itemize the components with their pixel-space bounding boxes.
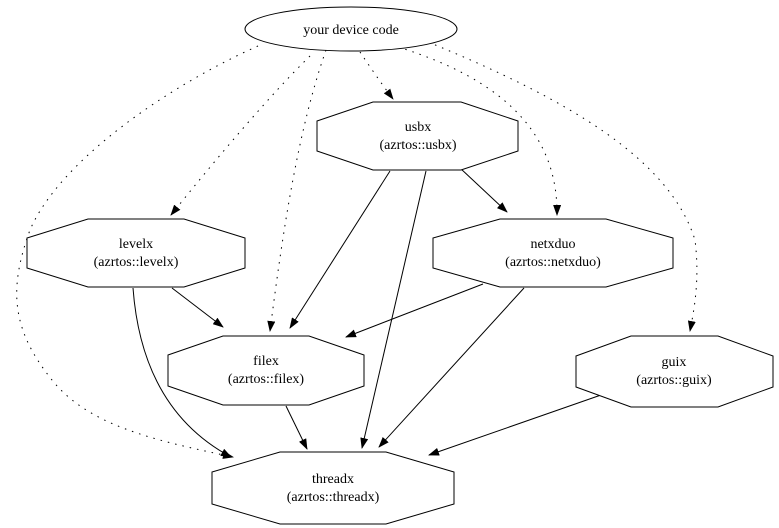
threadx-label: threadx [312, 472, 354, 487]
edge-layer [16, 41, 698, 459]
levelx-label: levelx [119, 237, 153, 252]
filex-label: filex [253, 354, 279, 369]
edge-device-usbx [359, 51, 394, 100]
edge-device-guix [427, 41, 698, 332]
node-your-device-code: your device code [244, 6, 458, 52]
node-netxduo: netxduo (azrtos::netxduo) [432, 218, 674, 288]
guix-sublabel: (azrtos::guix) [636, 373, 712, 388]
your-device-code-label: your device code [303, 23, 399, 38]
threadx-sublabel: (azrtos::threadx) [287, 490, 380, 505]
edge-filex-threadx [285, 405, 308, 450]
edge-netxduo-filex [345, 283, 484, 338]
node-filex: filex (azrtos::filex) [167, 335, 365, 406]
guix-octagon [575, 335, 774, 408]
edge-guix-threadx [428, 394, 602, 456]
edge-usbx-filex [289, 170, 391, 329]
edge-usbx-netxduo [459, 167, 508, 213]
edge-netxduo-threadx [378, 287, 525, 448]
edge-levelx-threadx [132, 287, 232, 458]
usbx-octagon [316, 101, 519, 171]
edge-device-levelx [170, 55, 311, 216]
your-device-code-ellipse [244, 6, 458, 52]
netxduo-sublabel: (azrtos::netxduo) [505, 255, 601, 270]
filex-octagon [167, 335, 365, 406]
levelx-octagon [26, 218, 246, 288]
threadx-octagon [211, 451, 455, 525]
node-levelx: levelx (azrtos::levelx) [26, 218, 246, 288]
edge-levelx-filex [171, 287, 224, 328]
node-threadx: threadx (azrtos::threadx) [211, 451, 455, 525]
node-usbx: usbx (azrtos::usbx) [316, 101, 519, 171]
netxduo-octagon [432, 218, 674, 288]
filex-sublabel: (azrtos::filex) [228, 372, 305, 387]
guix-label: guix [662, 355, 687, 370]
node-guix: guix (azrtos::guix) [575, 335, 774, 408]
usbx-label: usbx [405, 120, 431, 135]
usbx-sublabel: (azrtos::usbx) [380, 138, 457, 153]
netxduo-label: netxduo [530, 237, 575, 252]
levelx-sublabel: (azrtos::levelx) [94, 255, 179, 270]
edge-device-filex [267, 49, 327, 332]
edge-usbx-threadx [360, 170, 427, 449]
